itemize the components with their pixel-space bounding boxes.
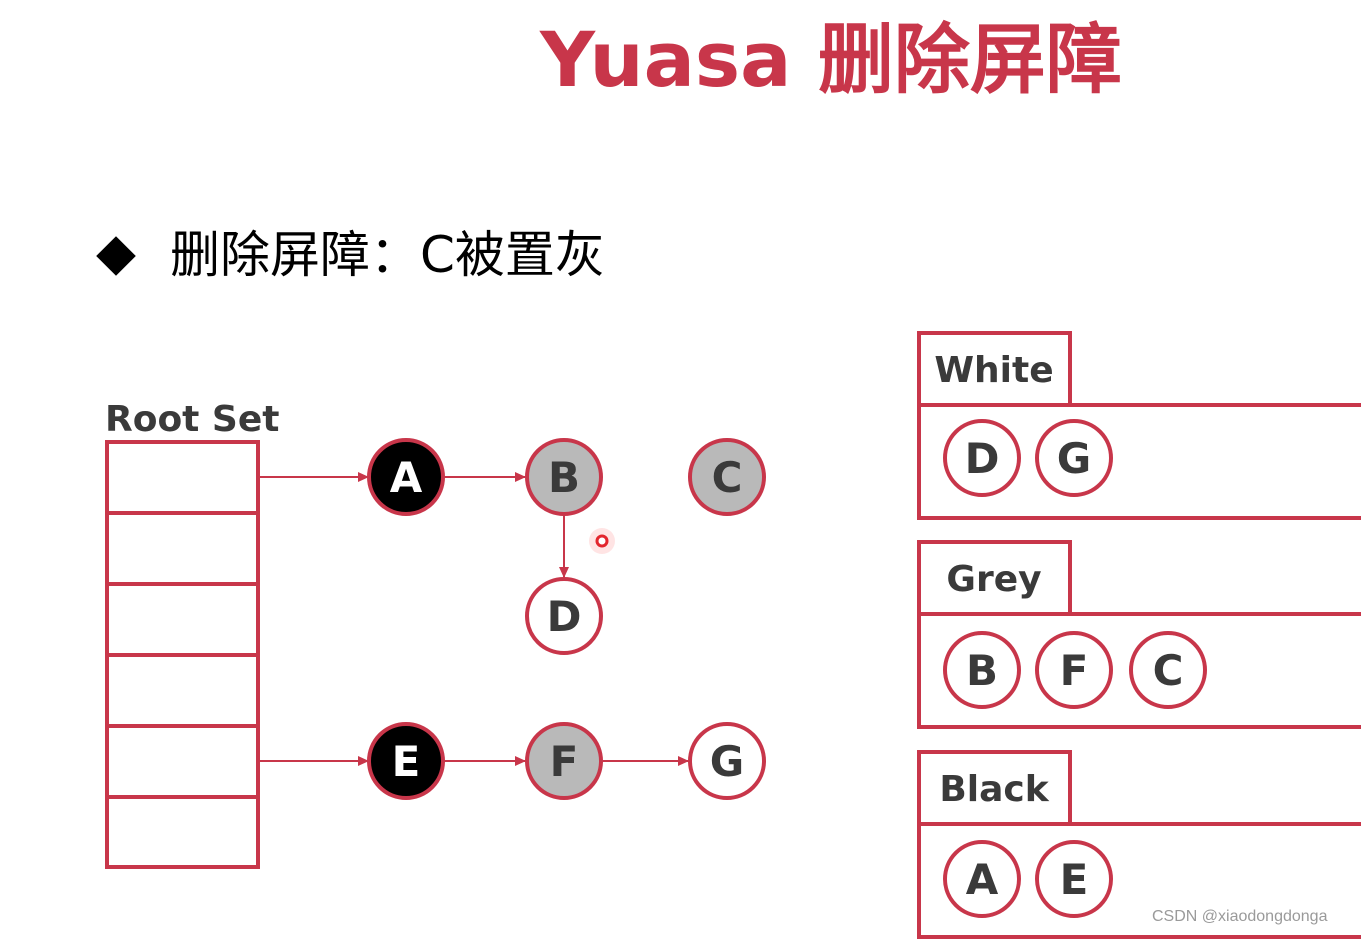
page-title: Yuasa 删除屏障 <box>540 15 1122 104</box>
svg-text:F: F <box>550 737 579 786</box>
black-set-label: Black <box>939 769 1049 810</box>
watermark: CSDN @xiaodongdonga <box>1152 908 1328 925</box>
root-set-slot <box>105 653 260 728</box>
root-set-slot <box>105 795 260 869</box>
grey-set-label: Grey <box>946 559 1041 600</box>
white-set-label: White <box>934 350 1053 391</box>
svg-text:D: D <box>547 592 582 641</box>
svg-text:G: G <box>710 737 744 786</box>
svg-text:F: F <box>1060 646 1089 695</box>
svg-text:E: E <box>1060 855 1089 904</box>
bullet-text: 删除屏障：C被置灰 <box>170 226 605 284</box>
bullet-line: 删除屏障：C被置灰 <box>96 228 605 283</box>
svg-text:B: B <box>966 646 998 695</box>
svg-text:D: D <box>965 434 1000 483</box>
node-d: D <box>525 577 603 655</box>
grey-set-panel <box>917 540 1361 729</box>
grey-member-c: C <box>1129 631 1207 709</box>
svg-text:C: C <box>712 453 743 502</box>
white-member-g: G <box>1035 419 1113 497</box>
grey-member-f: F <box>1035 631 1113 709</box>
root-set-table <box>105 440 260 869</box>
black-member-a: A <box>943 840 1021 918</box>
black-set-panel <box>917 750 1361 939</box>
black-member-e: E <box>1035 840 1113 918</box>
root-set-label: Root Set <box>105 399 279 440</box>
node-a: A <box>367 438 445 516</box>
svg-text:C: C <box>1153 646 1184 695</box>
root-set-slot <box>105 511 260 586</box>
svg-text:A: A <box>390 453 423 502</box>
black-set-tab <box>917 750 1072 826</box>
node-f: F <box>525 722 603 800</box>
white-member-d: D <box>943 419 1021 497</box>
node-e: E <box>367 722 445 800</box>
grey-set-tab <box>917 540 1072 616</box>
grey-member-b: B <box>943 631 1021 709</box>
node-c: C <box>688 438 766 516</box>
root-set-slot <box>105 440 260 515</box>
root-set-slot <box>105 724 260 799</box>
svg-text:E: E <box>392 737 421 786</box>
svg-text:B: B <box>548 453 580 502</box>
node-g: G <box>688 722 766 800</box>
white-set-panel <box>917 331 1361 520</box>
node-b: B <box>525 438 603 516</box>
root-set-slot <box>105 582 260 657</box>
svg-text:A: A <box>966 855 999 904</box>
svg-text:G: G <box>1057 434 1091 483</box>
cursor-dot-icon <box>589 528 615 554</box>
